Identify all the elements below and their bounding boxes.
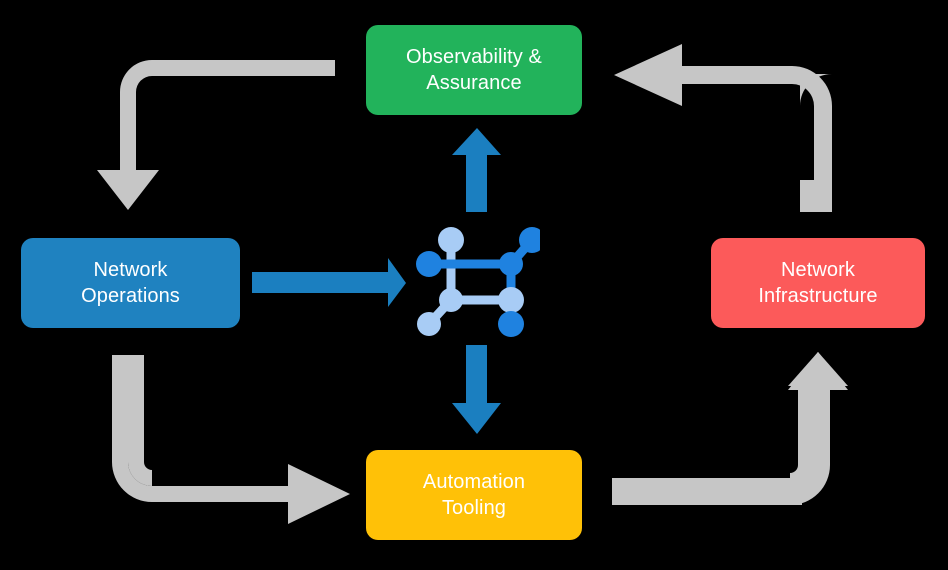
network-icon-secondary-edges [424,235,516,329]
node-automation-tooling[interactable]: Automation Tooling [366,450,582,540]
node-network-infrastructure[interactable]: Network Infrastructure [711,238,925,328]
node-network-infrastructure-label: Network Infrastructure [758,258,878,307]
gray-arrow-observability-to-operations [97,60,335,210]
node-observability-assurance[interactable]: Observability & Assurance [366,25,582,115]
blue-arrow-operations-to-center [252,258,406,307]
blue-arrow-center-to-observability [452,128,501,212]
network-icon-primary-nodes [416,227,545,337]
gray-arrow-automation-to-infrastructure [612,352,848,505]
network-icon-secondary-nodes [417,227,524,336]
blue-arrow-center-to-automation [452,345,501,434]
gray-arrow-operations-to-automation [112,355,350,524]
node-observability-assurance-label: Observability & Assurance [406,45,542,94]
node-network-operations-label: Network Operations [81,258,180,307]
network-topology-icon [416,218,545,342]
node-automation-tooling-label: Automation Tooling [422,470,526,519]
gray-arrow-infrastructure-to-observability [614,44,832,212]
node-network-operations[interactable]: Network Operations [21,238,240,328]
